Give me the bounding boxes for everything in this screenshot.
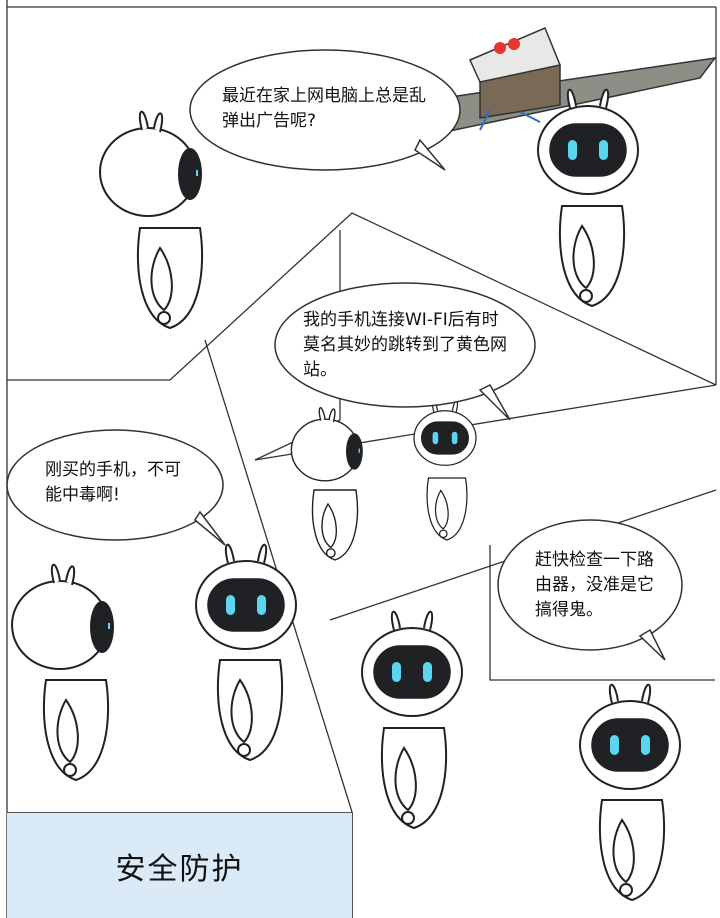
robot-front-panel2 [413, 399, 477, 466]
robot-front-panel4a [361, 610, 463, 717]
speech-text-panel4: 赶快检查一下路由器，没准是它搞得鬼。 [535, 550, 654, 620]
robot-front-panel3 [195, 543, 297, 650]
robot-body-panel1 [136, 227, 204, 329]
robot-body-panel3 [42, 679, 110, 781]
speech-bubble-panel4 [497, 519, 683, 661]
robot-front-body-panel3 [216, 659, 284, 761]
speech-text-panel1: 最近在家上网电脑上总是乱弹出广告呢? [222, 86, 426, 131]
caption-box: 安全防护 [7, 812, 353, 918]
caption-title: 安全防护 [115, 852, 244, 887]
speech-text-panel3: 刚买的手机，不可能中毒啊! [45, 460, 181, 505]
speech-bubble-panel3 [6, 429, 226, 546]
robot-front-panel4b [579, 683, 681, 790]
speech-text-panel2: 我的手机连接WI-FI后有时莫名其妙的跳转到了黄色网站。 [303, 310, 507, 380]
robot-back-panel1 [99, 110, 203, 217]
robot-back-panel3 [11, 563, 115, 670]
robot-front-body-panel4a [380, 727, 448, 829]
robot-front-body-panel4b [598, 799, 666, 901]
speech-bubble-panel1 [189, 49, 461, 171]
speech-bubble-panel2 [274, 282, 536, 421]
robot-front-body-panel2 [426, 477, 468, 541]
robot-back-panel2 [290, 407, 364, 482]
robot-body-panel2 [311, 489, 359, 561]
robot-front-body-panel1 [558, 205, 626, 307]
